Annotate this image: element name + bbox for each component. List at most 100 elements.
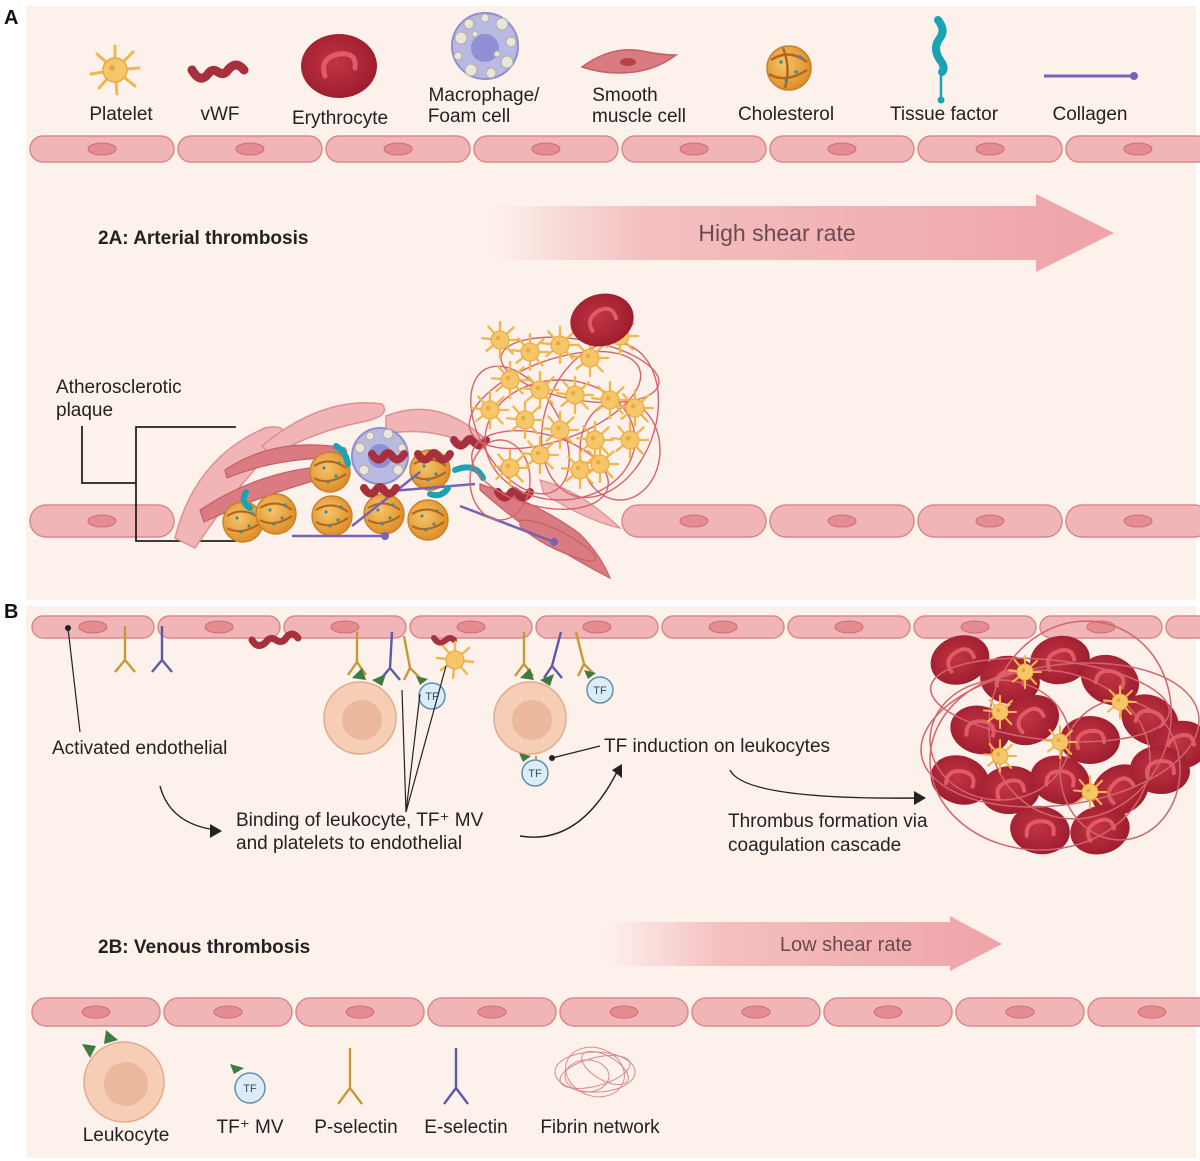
atherosclerotic-plaque [174,402,622,580]
platelet-icon [89,44,141,96]
platelet [470,390,510,430]
tissue-factor-icon [932,16,948,104]
flow-arrows [159,769,919,838]
tf-mv-icon: TF [230,1064,266,1104]
high-shear-label: High shear rate [698,220,855,246]
platelet [540,410,580,450]
legend-cholesterol-label: Cholesterol [738,104,834,125]
legend-tf-mv-label: TF⁺ MV [216,1117,283,1138]
platelet [570,338,610,378]
platelet [520,370,560,410]
endothelial-cell [1039,615,1163,639]
platelet [590,380,630,420]
collagen-icon [1044,72,1138,80]
endothelial-cell [917,504,1063,538]
cholesterol-deposit [309,451,351,493]
legend-macrophage-label-2: Foam cell [428,106,510,127]
arterial-thrombus [468,293,661,521]
endothelial-cell [157,615,281,639]
endothelium-bottom [31,997,1200,1027]
platelet [1072,774,1108,810]
erythrocyte [1000,694,1060,746]
bound-leukocyte-2 [493,668,567,755]
tf-microvesicle-label: TF [528,768,542,780]
platelet [982,738,1018,774]
p-selectin-icon [337,1048,363,1105]
tf-induction-pointer [551,745,601,759]
legend-leukocyte-label: Leukocyte [83,1125,170,1146]
vwf-strand [368,449,408,464]
panel-b-letter: B [4,601,18,623]
high-shear-arrow [490,194,1114,272]
endothelial-cell [1065,504,1200,538]
endothelial-cell [769,504,915,538]
legend-erythrocyte-label: Erythrocyte [292,108,388,129]
legend-tissue-factor-label: Tissue factor [890,104,999,125]
endothelial-cell [163,997,293,1027]
e-selectin-icon [443,1048,469,1105]
tf-mv-icon-text: TF [243,1083,257,1095]
platelet [510,332,550,372]
endothelial-cell [1065,135,1200,163]
erythrocyte [930,755,990,805]
platelet [560,450,600,490]
endothelial-cell [1165,615,1200,639]
venous-selectins-top [114,626,595,681]
vwf-strand [414,449,454,464]
platelet [540,325,580,365]
legend-collagen-label: Collagen [1053,104,1128,125]
bound-leukocyte-1 [323,668,397,755]
endothelial-cell [787,615,911,639]
platelet [1042,724,1078,760]
activated-endothelial-label: Activated endothelial [52,738,227,759]
legend-macrophage-label-1: Macrophage/ [429,85,541,106]
platelet [480,320,520,360]
endothelial-cell [955,997,1085,1027]
endothelial-cell [325,135,471,163]
thrombus-label-1: Thrombus formation via [728,811,928,832]
vwf-strand [450,435,490,450]
endothelium-venous-top [31,615,1200,639]
legend-e-selectin-label: E-selectin [424,1117,507,1138]
legend-smooth-muscle-label-1: Smooth [592,85,657,106]
platelet [520,435,560,475]
arterial-thrombosis-title: 2A: Arterial thrombosis [98,228,308,249]
endothelial-cell [295,997,425,1027]
plaque-collagen-fibers [292,471,555,544]
venous-thrombus-platelets [982,654,1138,810]
endothelial-cell [621,135,767,163]
tf-induction-label: TF induction on leukocytes [604,736,830,757]
legend-fibrin-label: Fibrin network [540,1117,660,1138]
low-shear-arrow [605,916,1002,971]
vwf-strand [360,483,400,498]
arterial-thrombus-erythrocyte [570,293,634,347]
low-shear-label: Low shear rate [780,934,912,956]
endothelial-cell [283,615,407,639]
legend-smooth-muscle-label-2: muscle cell [592,106,686,127]
erythrocyte [1030,635,1090,685]
erythrocyte-icon [301,34,377,98]
legend-p-selectin-label: P-selectin [314,1117,397,1138]
platelet [580,444,620,484]
thrombus-label-2: coagulation cascade [728,835,901,856]
legend-top: Platelet vWF Erythrocyte Macrophage/ Foa… [89,12,1138,129]
endothelial-cell [691,997,821,1027]
binding-label-2: and platelets to endothelial [236,833,462,854]
binding-pointer-lines [401,665,447,813]
platelet [575,420,615,460]
endothelial-cell [917,135,1063,163]
endothelial-cell [661,615,785,639]
arterial-thrombus-platelets [470,316,655,490]
tf-microvesicle: TF [416,676,446,710]
tf-microvesicle: TF [519,753,549,787]
endothelial-cell [535,615,659,639]
panel-a-letter: A [4,7,18,29]
endothelial-cell [769,135,915,163]
endothelium-plaque-row [29,504,1200,538]
macrophage-foam-cell-icon [451,12,519,80]
plaque-label-2: plaque [56,400,113,421]
endothelial-cell [29,504,175,538]
endothelial-cell [409,615,533,639]
